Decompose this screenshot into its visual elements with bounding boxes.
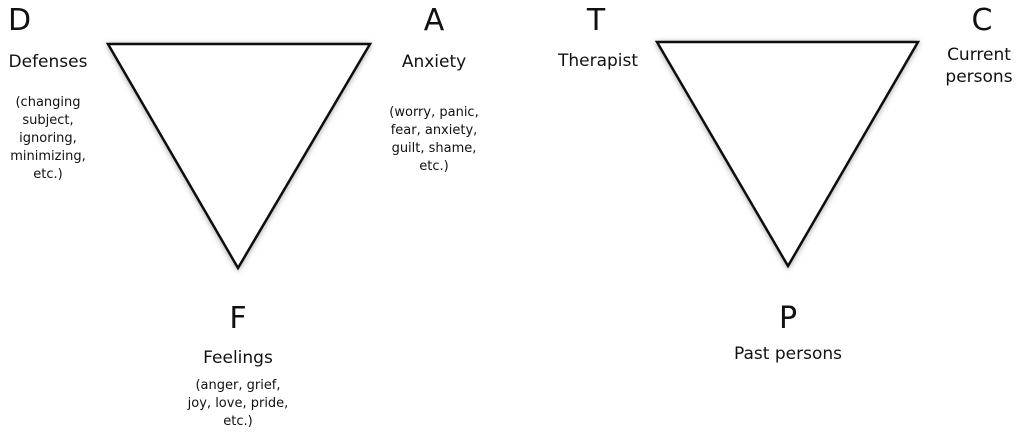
feelings-example-line: etc.) bbox=[223, 414, 253, 429]
anxiety-label: Anxiety bbox=[401, 52, 467, 72]
current-persons-letter: C bbox=[971, 3, 993, 38]
triangle-of-person bbox=[654, 40, 921, 269]
defenses-example-line: ignoring, bbox=[19, 131, 77, 146]
anxiety-letter: A bbox=[423, 3, 445, 38]
current-persons-label-line: Current bbox=[947, 45, 1011, 65]
defenses-label: Defenses bbox=[8, 52, 88, 72]
feelings-example-line: (anger, grief, bbox=[195, 378, 281, 393]
defenses-examples: (changing subject, ignoring, minimizing,… bbox=[0, 94, 96, 184]
defenses-example-line: minimizing, bbox=[10, 149, 86, 164]
past-persons-label: Past persons bbox=[734, 344, 842, 364]
anxiety-example-line: (worry, panic, bbox=[389, 105, 479, 120]
therapist-letter: T bbox=[586, 3, 606, 38]
current-persons-label-line: persons bbox=[945, 67, 1013, 87]
defenses-vertex: D bbox=[0, 6, 96, 36]
feelings-label: Feelings bbox=[203, 348, 273, 368]
defenses-letter: D bbox=[8, 3, 32, 38]
defenses-example-line: subject, bbox=[22, 113, 74, 128]
past-persons-letter: P bbox=[778, 301, 798, 336]
anxiety-examples: (worry, panic, fear, anxiety, guilt, sha… bbox=[374, 104, 494, 176]
feelings-letter: F bbox=[229, 301, 247, 336]
defenses-example-line: (changing bbox=[15, 95, 81, 110]
defenses-example-line: etc.) bbox=[33, 167, 63, 182]
therapist-label: Therapist bbox=[557, 51, 639, 71]
current-persons-label: Current persons bbox=[934, 44, 1024, 88]
feelings-examples: (anger, grief, joy, love, pride, etc.) bbox=[173, 377, 303, 431]
anxiety-example-line: fear, anxiety, bbox=[390, 123, 478, 138]
triangle-of-conflict bbox=[105, 42, 373, 271]
anxiety-example-line: guilt, shame, bbox=[391, 141, 477, 156]
anxiety-example-line: etc.) bbox=[419, 159, 449, 174]
feelings-example-line: joy, love, pride, bbox=[187, 396, 289, 411]
